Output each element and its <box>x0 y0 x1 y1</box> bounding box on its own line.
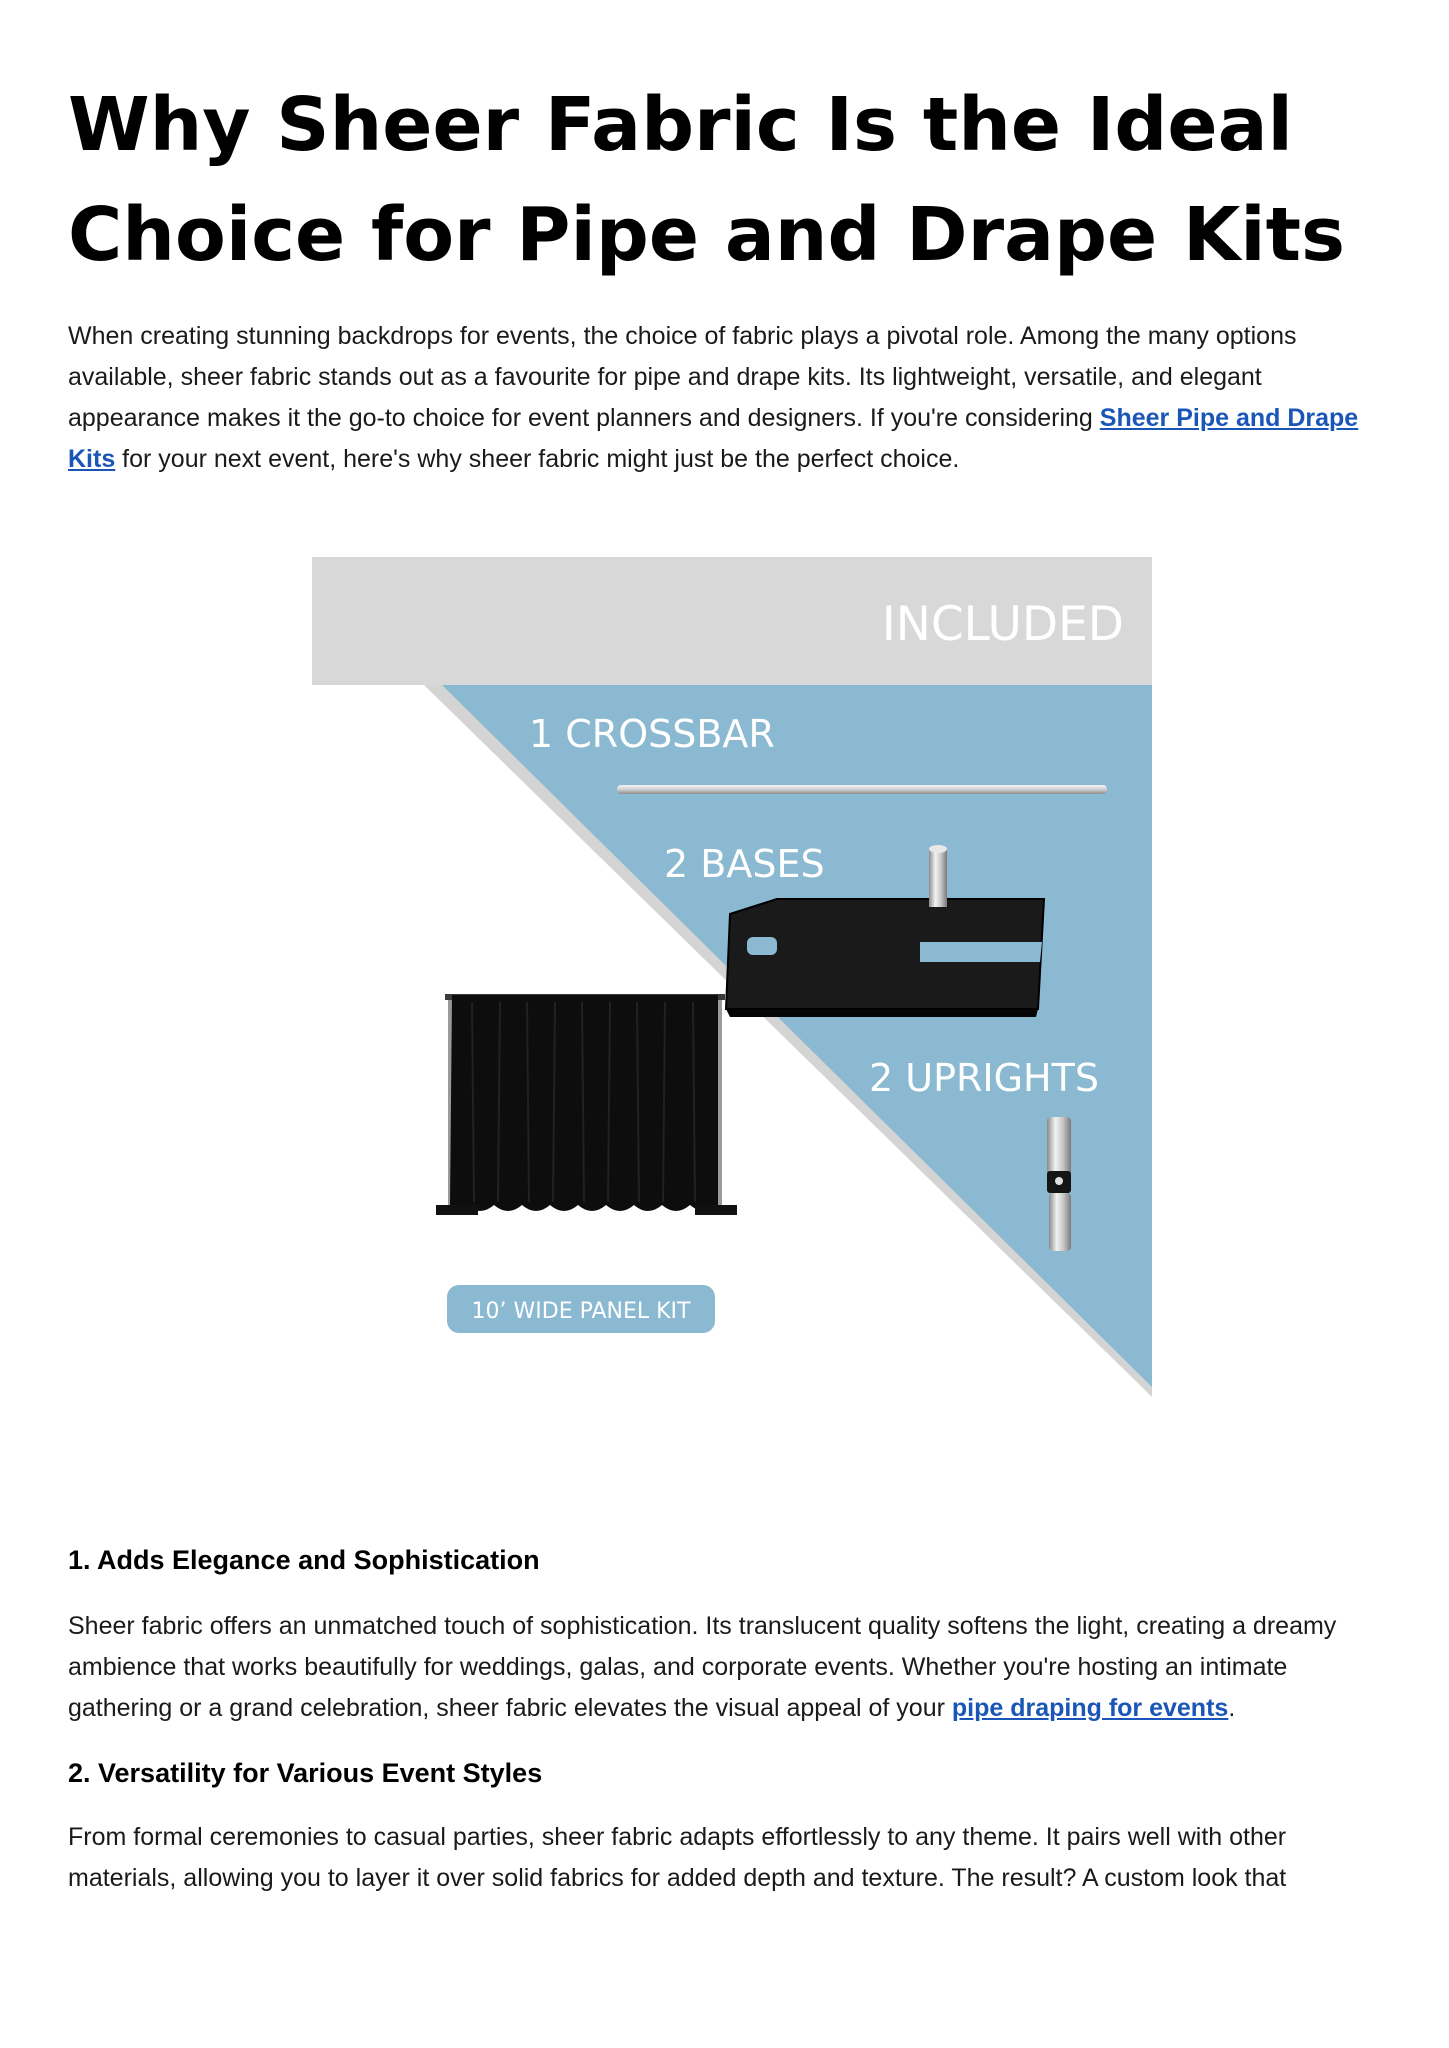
section-paragraph: Sheer fabric offers an unmatched touch o… <box>68 1606 1388 1729</box>
title-line-2: Choice for Pipe and Drape Kits <box>68 192 1346 278</box>
intro-text-1: When creating stunning backdrops for eve… <box>68 322 1297 432</box>
crossbar-image <box>617 785 1107 794</box>
section-elegance: 1. Adds Elegance and Sophistication Shee… <box>68 1540 1388 1729</box>
included-label: INCLUDED <box>882 597 1124 652</box>
drape-panel-image <box>436 994 737 1215</box>
section-text-end: . <box>1228 1694 1236 1722</box>
sheer-pipe-drape-kits-link[interactable]: Sheer Pipe and Drape Kits <box>68 404 1359 473</box>
crossbar-label: 1 CROSSBAR <box>529 712 775 756</box>
uprights-label: 2 UPRIGHTS <box>869 1056 1099 1100</box>
included-header-band <box>312 557 1152 685</box>
section-heading: 2. Versatility for Various Event Styles <box>68 1758 543 1788</box>
pipe-draping-for-events-link[interactable]: pipe draping for events <box>951 1694 1229 1722</box>
section-heading: 1. Adds Elegance and Sophistication <box>68 1545 540 1575</box>
article: Why Sheer Fabric Is the Ideal Choice for… <box>68 70 1388 480</box>
section-paragraph: From formal ceremonies to casual parties… <box>68 1823 1287 1892</box>
section-text: Sheer fabric offers an unmatched touch o… <box>68 1612 1337 1722</box>
intro-paragraph: When creating stunning backdrops for eve… <box>68 316 1388 480</box>
included-kit-image: INCLUDED 1 CROSSBAR 2 BASES 2 UPRIGHTS <box>312 557 1152 1397</box>
bases-label: 2 BASES <box>664 842 825 886</box>
panel-kit-badge <box>447 1285 715 1333</box>
base-plate-image <box>724 845 1046 1017</box>
page-title: Why Sheer Fabric Is the Ideal Choice for… <box>68 70 1388 290</box>
title-line-1: Why Sheer Fabric Is the Ideal <box>68 82 1293 168</box>
content-sections: 1. Adds Elegance and Sophistication Shee… <box>68 1540 1388 1899</box>
blue-triangle <box>442 685 1152 1387</box>
section-versatility: 2. Versatility for Various Event Styles … <box>68 1753 1388 1899</box>
upright-image <box>1047 1117 1071 1251</box>
intro-text-2: for your next event, here's why sheer fa… <box>115 445 960 473</box>
panel-kit-label: 10’ WIDE PANEL KIT <box>472 1299 691 1324</box>
